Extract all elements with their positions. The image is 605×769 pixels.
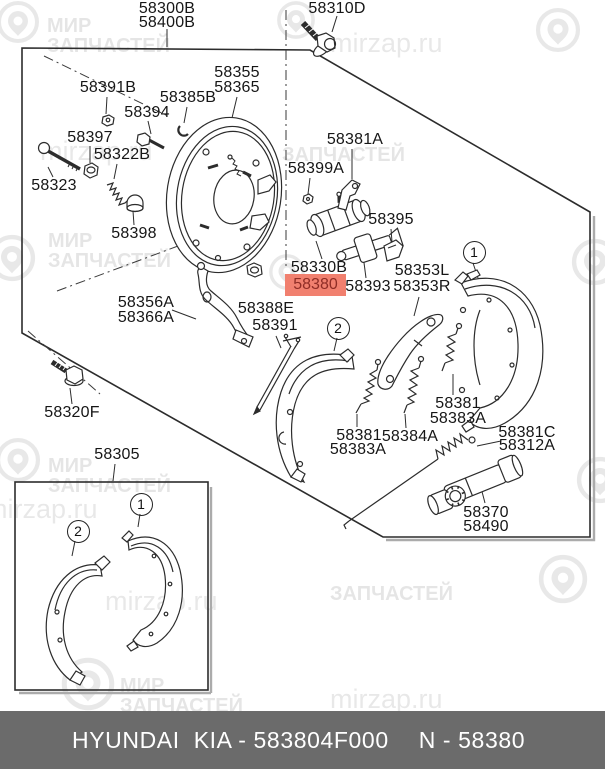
part-label-58490: 58490 [463,518,509,535]
callout-1-inset: 1 [129,492,153,516]
watermark-text: МИР [48,230,92,252]
part-label-58381-left: 58381 [336,427,382,444]
nut-middle [246,262,263,278]
watermark-text: ЗАПЧАСТЕЙ [48,473,171,497]
nut-58391b [101,114,115,127]
adjuster-58370 [427,454,524,516]
part-label-58305: 58305 [94,446,140,463]
spring-58322b [106,182,128,206]
watermark-layer: МИР ЗАПЧАСТЕЙ mirzap.ru mirzap.ru ЗАПЧАС… [0,1,605,717]
bolt-58323 [37,141,81,172]
bracket-58381a [337,179,361,211]
part-label-58353l: 58353L [394,262,450,279]
watermark-text: МИР [120,675,164,697]
part-label-58398: 58398 [111,225,157,242]
clip-58385b [177,125,189,137]
spring-58381-left [355,358,382,414]
watermark-text: mirzap.ru [330,684,443,714]
brake-shoe-1 [454,269,544,433]
watermark-text: ЗАПЧАСТЕЙ [48,248,171,272]
cap-58398 [126,194,144,213]
part-label-58300b: 58300B [138,0,196,17]
footer-bar: HYUNDAI KIA - 583804F000 N - 58380 [0,711,605,769]
bolt-58310d [300,20,337,57]
part-label-58366a: 58366A [117,309,175,326]
spring-58381-middle [441,322,463,372]
part-label-58399a: 58399A [287,160,345,177]
part-label-58385b: 58385B [159,89,217,106]
backing-plate [165,116,283,274]
wheel-cylinder-58380 [306,191,371,238]
part-label-58384a: 58384A [381,428,439,445]
brake-shoe-2 [275,348,355,484]
part-label-58355: 58355 [214,64,260,81]
part-label-58388e: 58388E [237,300,295,317]
part-label-58322b: 58322B [93,146,151,163]
part-label-58310d: 58310D [308,0,366,17]
callout-1-main: 1 [462,240,486,264]
part-label-58330b: 58330B [290,259,348,276]
watermark-text: ЗАПЧАСТЕЙ [330,581,453,605]
inset-box [14,481,213,695]
lever-58356a [196,261,254,348]
rod-58391 [252,333,302,416]
bolt-58394 [136,132,165,150]
lever-58353 [377,313,444,390]
spring-58381c [343,432,476,530]
part-label-58353r: 58353R [393,278,451,295]
watermark-text: mirzap.ru [330,28,443,58]
inset-brake-shoe-2 [45,555,111,686]
bracket-58395 [383,239,404,262]
part-label-58381-mid: 58381 [435,395,481,412]
part-label-58391: 58391 [252,317,298,334]
adjuster-58393 [336,227,404,263]
leader-lines [47,15,502,557]
spring-58384a [403,355,425,414]
parts-drawings [37,20,544,686]
nut-58397 [83,162,99,179]
part-label-58383a-left: 58383A [329,441,387,458]
nut-58399a [302,193,314,205]
footer-part-number: N - 58380 [418,726,526,753]
callout-2-inset: 2 [66,519,90,543]
watermark-text: mirzap.ru [40,136,153,166]
bolt-58320f [50,359,84,387]
part-label-58365: 58365 [214,79,260,96]
watermark-text: МИР [48,455,92,477]
part-label-58312a: 58312A [498,437,556,454]
inset-brake-shoe-1 [121,530,183,652]
part-label-58381a: 58381A [326,131,384,148]
watermark-text: mirzap.ru [0,494,98,524]
footer-catalog-number: HYUNDAI KIA - 583804F000 [72,726,389,753]
part-label-58394: 58394 [124,104,170,121]
part-label-58356a: 58356A [117,294,175,311]
watermark-text: ЗАПЧАСТЕЙ [47,33,170,57]
watermark-text: МИР [47,15,91,37]
highlighted-part-58380[interactable]: 58380 [285,274,346,296]
part-label-58397: 58397 [67,129,113,146]
part-label-58395: 58395 [368,211,414,228]
part-label-58383a-mid: 58383A [429,410,487,427]
part-label-58381c: 58381C [498,424,556,441]
part-label-58370: 58370 [463,504,509,521]
part-label-58320f: 58320F [44,404,100,421]
part-label-58391b: 58391B [79,79,137,96]
part-label-58393: 58393 [345,278,391,295]
watermark-text: ЗАПЧАСТЕЙ [282,142,405,166]
part-label-58400b: 58400B [138,14,196,31]
part-label-58323: 58323 [31,177,77,194]
callout-2-main: 2 [326,316,350,340]
main-frame [21,47,596,542]
axis-lines [27,10,287,395]
